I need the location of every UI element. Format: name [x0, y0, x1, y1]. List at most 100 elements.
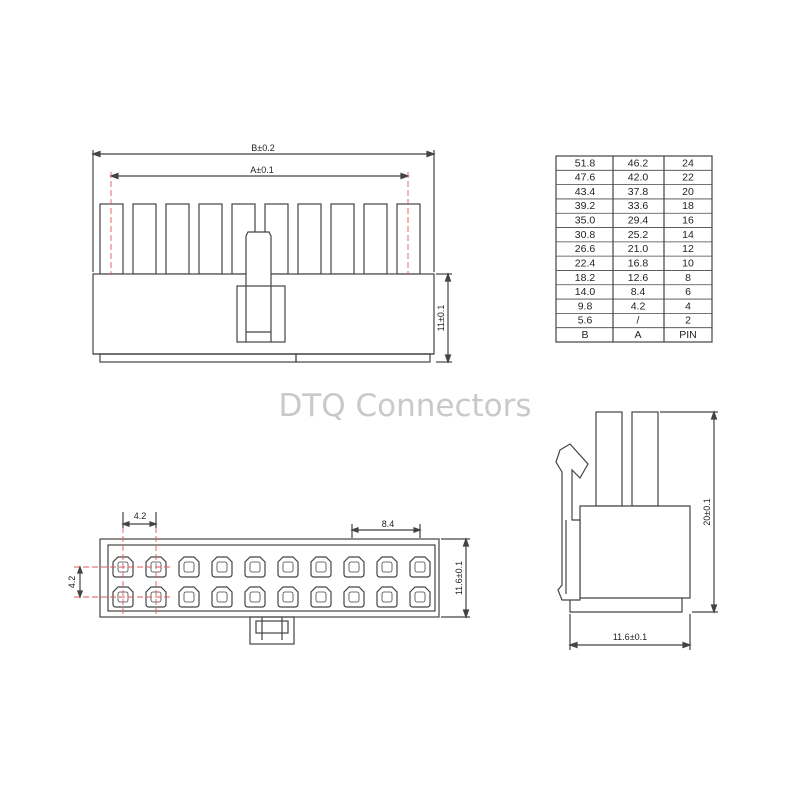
table-cell: 25.2 — [628, 229, 649, 241]
side-view-depth-label: 11.6±0.1 — [613, 632, 647, 642]
table-cell: 29.4 — [628, 215, 649, 227]
bottom-view-dim-depth — [441, 537, 470, 619]
table-cell: 14.0 — [575, 286, 596, 298]
table-cell: 8.4 — [631, 286, 646, 298]
table-header-cell: A — [634, 329, 641, 341]
pin-hole — [310, 556, 332, 578]
pin-hole — [112, 556, 134, 578]
pin-hole — [244, 556, 266, 578]
front-view-foot — [99, 353, 297, 363]
front-view — [91, 150, 452, 364]
pin-hole — [376, 586, 398, 608]
pin-hole-inner — [183, 591, 195, 603]
side-view-height-label: 20±0.1 — [702, 498, 712, 525]
side-view — [555, 410, 718, 650]
pin-hole — [277, 556, 299, 578]
table-cell: 2 — [685, 315, 691, 327]
table-cell: 35.0 — [575, 215, 596, 227]
pin-hole-inner — [282, 591, 294, 603]
table-cell: 9.8 — [578, 300, 593, 312]
pin-hole — [178, 586, 200, 608]
front-view-width-label: B±0.2 — [251, 143, 274, 153]
table-cell: 42.0 — [628, 172, 649, 184]
table-cell: 33.6 — [628, 200, 649, 212]
pin-hole-inner — [216, 561, 228, 573]
pin-hole-inner — [315, 591, 327, 603]
bottom-view-pin-holes — [112, 556, 431, 608]
pin-hole-inner — [282, 561, 294, 573]
side-view-pin-left — [595, 411, 623, 507]
table-cell: 22 — [682, 172, 694, 184]
bottom-view-body — [99, 538, 440, 618]
pin-hole — [343, 586, 365, 608]
bottom-view-center-lines — [74, 518, 170, 618]
table-cell: 4 — [685, 300, 691, 312]
side-view-dim-depth — [568, 614, 692, 650]
table-cell: 39.2 — [575, 200, 596, 212]
bottom-view-depth-label: 11.6±0.1 — [454, 561, 464, 595]
side-view-pin-right — [631, 411, 659, 507]
table-cell: 20 — [682, 186, 694, 198]
table-cell: 47.6 — [575, 172, 596, 184]
pin-hole-inner — [414, 591, 426, 603]
table-cell: 51.8 — [575, 157, 596, 169]
pin-hole-inner — [315, 561, 327, 573]
pin-hole — [211, 556, 233, 578]
table-cell: 18 — [682, 200, 694, 212]
pin-hole — [145, 586, 167, 608]
pin-hole-inner — [183, 561, 195, 573]
table-cell: 12.6 — [628, 272, 649, 284]
table-cell: 26.6 — [575, 243, 596, 255]
table-header-cell: B — [581, 329, 588, 341]
pin-hole-inner — [216, 591, 228, 603]
table-cell: 22.4 — [575, 257, 596, 269]
pin-hole — [244, 586, 266, 608]
table-cell: 10 — [682, 257, 694, 269]
bottom-view-dim-pitch — [121, 512, 158, 528]
table-cell: 46.2 — [628, 157, 649, 169]
pin-hole-inner — [348, 561, 360, 573]
front-view-dim-a — [109, 172, 410, 274]
table-cell: 24 — [682, 157, 694, 169]
pin-hole-inner — [348, 591, 360, 603]
front-view-dim-height — [436, 272, 452, 364]
front-view-latch — [236, 231, 286, 343]
pin-hole — [409, 586, 431, 608]
side-view-dim-height — [660, 410, 718, 614]
table-header-cell: PIN — [679, 329, 697, 341]
front-view-height-label: 11±0.1 — [436, 305, 446, 332]
dimension-table — [555, 155, 713, 343]
bottom-view-dim-pitch-top — [350, 524, 422, 538]
bottom-view-pitch-label: 4.2 — [134, 511, 147, 521]
table-cell: 4.2 — [631, 300, 646, 312]
table-cell: 16 — [682, 215, 694, 227]
table-cell: 5.6 — [578, 315, 593, 327]
table-cell: 30.8 — [575, 229, 596, 241]
pin-hole — [178, 556, 200, 578]
pin-hole — [343, 556, 365, 578]
bottom-view-dim-row-pitch — [76, 565, 84, 599]
table-cell: 37.8 — [628, 186, 649, 198]
pin-hole — [112, 586, 134, 608]
front-view-pitch-span-label: A±0.1 — [250, 165, 273, 175]
bottom-view-latch — [249, 616, 295, 645]
pin-hole-inner — [249, 591, 261, 603]
bottom-view — [74, 512, 470, 645]
table-cell: 21.0 — [628, 243, 649, 255]
pin-hole-inner — [381, 561, 393, 573]
pin-hole — [409, 556, 431, 578]
side-view-housing — [569, 505, 691, 613]
front-view-dim-b — [91, 150, 436, 272]
table-cell: 6 — [685, 286, 691, 298]
table-cell: 43.4 — [575, 186, 596, 198]
table-cell: / — [637, 315, 640, 327]
pin-hole — [145, 556, 167, 578]
watermark-text: DTQ Connectors — [278, 388, 531, 424]
pin-hole — [310, 586, 332, 608]
table-cell: 14 — [682, 229, 694, 241]
pin-hole-inner — [381, 591, 393, 603]
side-view-latch — [555, 443, 589, 601]
bottom-view-row-pitch-label: 4.2 — [67, 576, 77, 589]
